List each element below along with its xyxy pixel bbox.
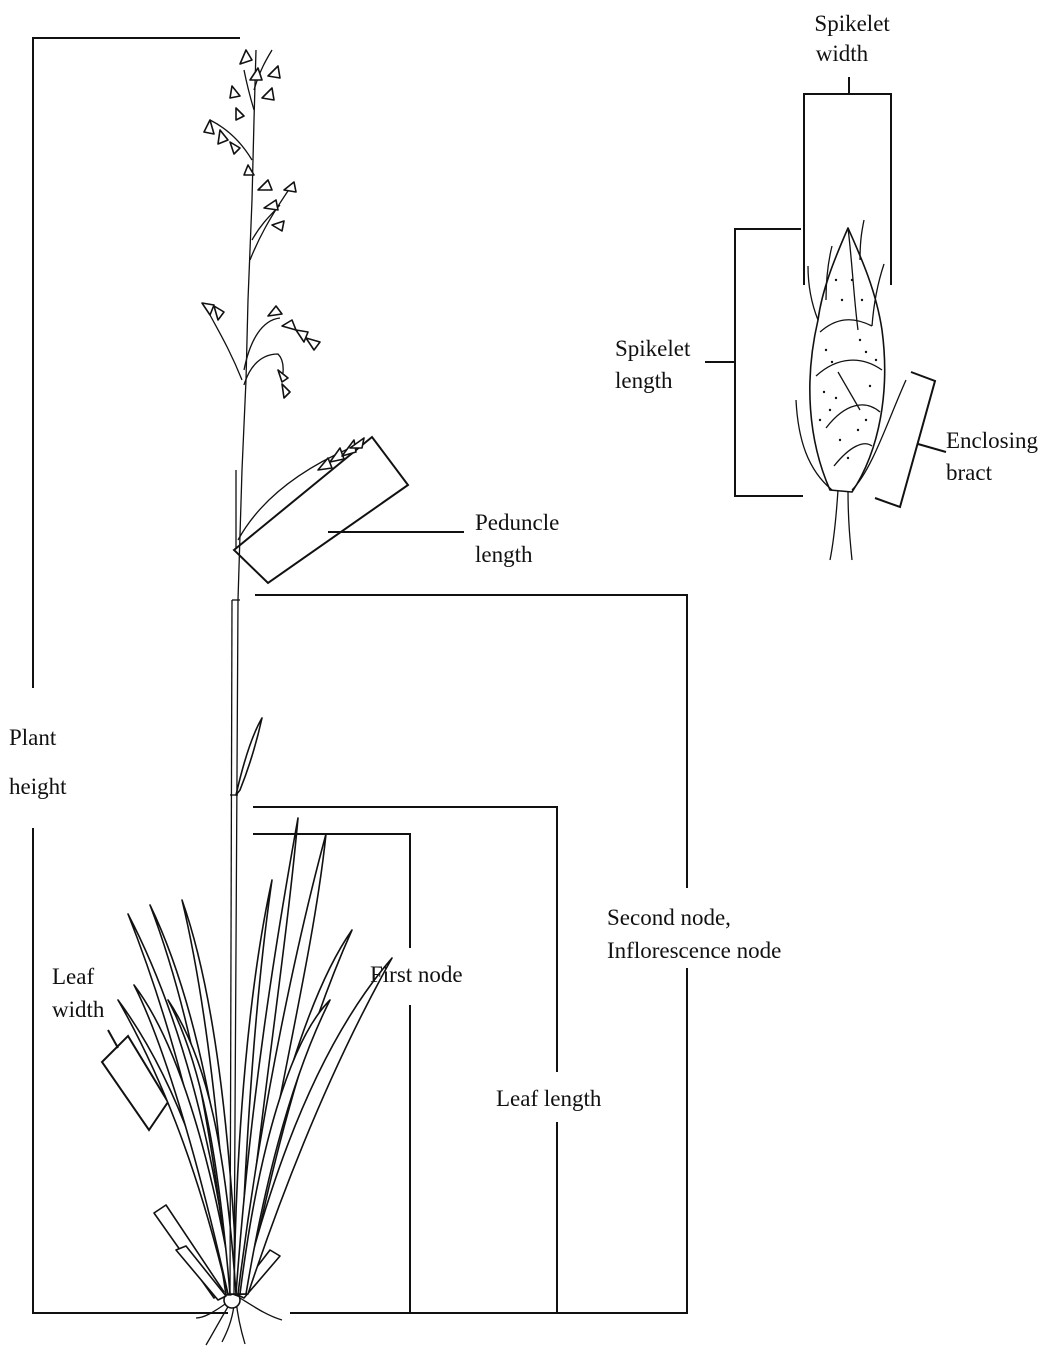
leaf-blades xyxy=(118,818,392,1295)
enclosing-bract-label: Enclosing bract xyxy=(946,428,1044,485)
grass-plant-illustration xyxy=(118,50,392,1345)
roots xyxy=(196,1292,282,1345)
plant-height-label: Plant height xyxy=(9,725,67,799)
spikelet-width-label: Spikelet width xyxy=(814,11,895,66)
second-node-label: Second node, Inflorescence node xyxy=(607,905,781,963)
peduncle-length-box xyxy=(234,437,464,583)
inflorescence xyxy=(202,50,364,540)
leaf-width-label: Leaf width xyxy=(52,964,105,1022)
spikelet-length-bracket xyxy=(705,229,803,496)
peduncle-length-label: Peduncle length xyxy=(475,510,565,567)
spikelet-length-label: Spikelet length xyxy=(615,336,696,393)
first-node-label: First node xyxy=(370,962,463,987)
enclosing-bract-bracket xyxy=(875,372,946,507)
spikelet-detail-illustration xyxy=(796,220,906,560)
leaf-length-label: Leaf length xyxy=(496,1086,602,1111)
